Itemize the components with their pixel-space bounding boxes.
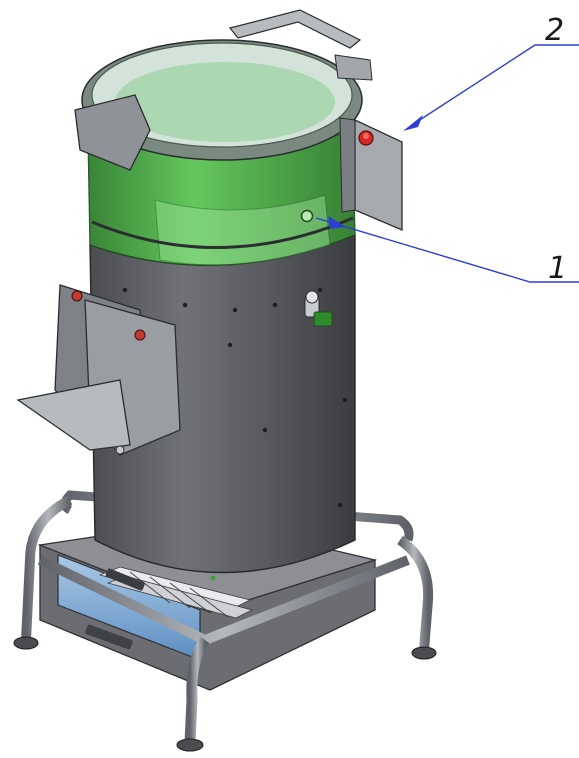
lid-side-clip	[334, 54, 373, 81]
callout-label-2: 2	[545, 13, 564, 48]
body-rivets	[122, 287, 348, 581]
button-cap	[363, 133, 369, 139]
chute-tray	[16, 379, 131, 451]
green-window	[87, 129, 356, 266]
leader-line-2	[411, 44, 579, 126]
front-frame	[13, 555, 437, 752]
callout-label-1: 1	[548, 251, 567, 286]
frame-left-leg	[21, 495, 73, 641]
band-rim-lower	[91, 216, 354, 250]
drain-grate	[98, 566, 254, 619]
water-valve	[304, 290, 333, 327]
lid-inner-glass	[115, 62, 335, 142]
lid-front-handle	[74, 94, 151, 171]
control-box-side	[339, 117, 356, 213]
leader-arrow-1	[328, 216, 346, 229]
leveling-feet	[13, 636, 437, 752]
discharge-chute	[16, 284, 181, 456]
drawer-handle	[85, 624, 133, 650]
lid-top-handle	[228, 9, 362, 49]
drum-inlet	[300, 209, 314, 223]
frame-front-leg	[184, 636, 210, 743]
leader-arrow-2	[403, 115, 423, 131]
chute-hinges	[71, 290, 146, 455]
control-box	[339, 117, 403, 231]
lid-assembly	[74, 9, 373, 171]
frame-right-leg	[397, 535, 434, 651]
callout-leaders	[315, 44, 579, 283]
cabinet-handle	[105, 568, 145, 591]
leader-line-1	[315, 217, 579, 283]
